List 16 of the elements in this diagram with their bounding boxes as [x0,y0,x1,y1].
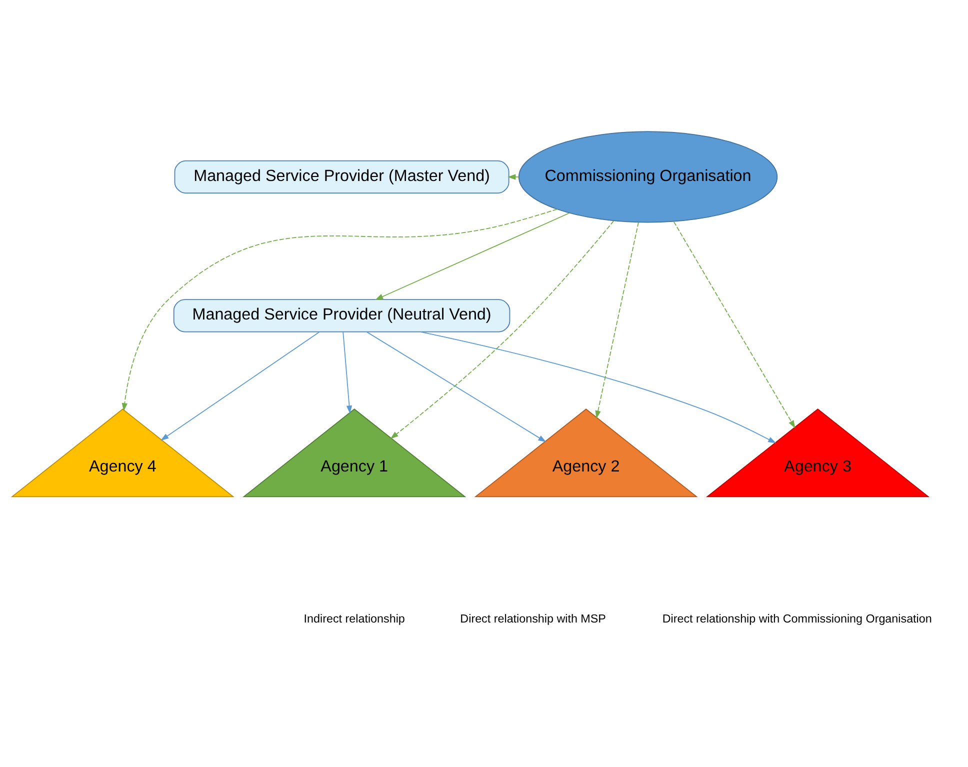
arrow [122,208,558,412]
legend-label: Indirect relationship [304,612,405,626]
arrow [420,331,776,444]
legend-label: Direct relationship with MSP [460,612,606,626]
arrow [508,174,520,180]
arrow [366,332,546,442]
legend-label: Direct relationship with Commissioning Organisation [662,612,932,626]
arrow [595,222,639,419]
arrow [390,220,614,439]
node-box: Managed Service Provider (Master Vend) [174,160,510,194]
arrow [342,332,352,414]
node-ellipse: Commissioning Organisation [518,131,778,223]
arrow [375,212,570,300]
node-box: Managed Service Provider (Neutral Vend) [173,299,510,332]
arrow [160,332,320,441]
arrow [673,221,796,428]
